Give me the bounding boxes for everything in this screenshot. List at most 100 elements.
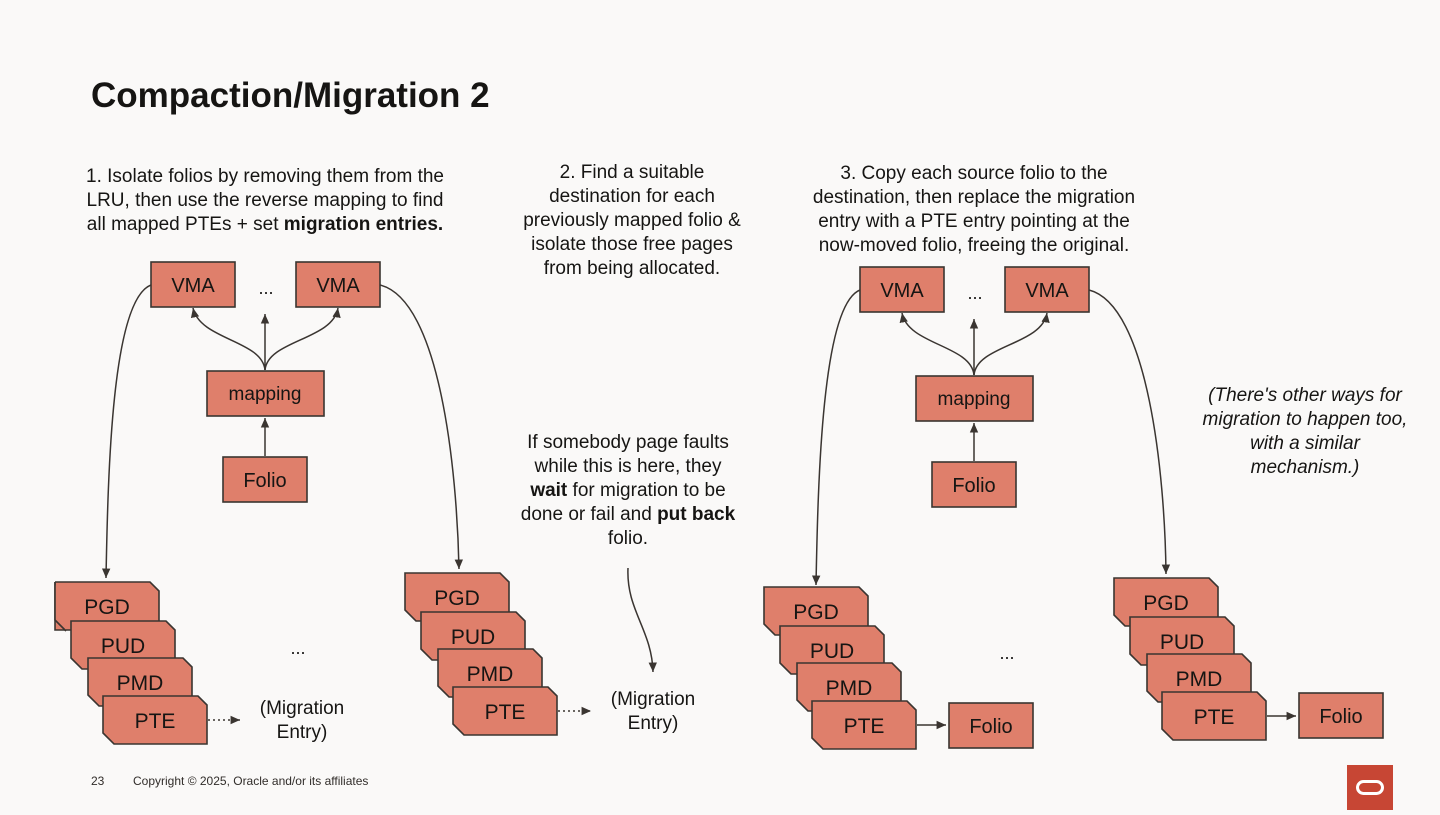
pte-card: PTE bbox=[452, 686, 558, 736]
fault-note-wait: wait bbox=[530, 480, 568, 501]
vma-box: VMA bbox=[1004, 266, 1090, 313]
pgd-label: PGD bbox=[84, 596, 130, 619]
pgd-card: PGD bbox=[1113, 577, 1219, 627]
page-table-stack: PGD PUD PMD PTE bbox=[54, 581, 208, 745]
vma-box: VMA bbox=[859, 266, 945, 313]
diagram-1: VMA ... VMA mapping Folio PGD PUD bbox=[54, 261, 695, 745]
pud-label: PUD bbox=[1160, 631, 1204, 654]
fault-note-arrow bbox=[627, 567, 657, 673]
pte-card: PTE bbox=[1161, 691, 1267, 741]
step-1-line-1: 1. Isolate folios by removing them from … bbox=[86, 166, 444, 187]
folio-box: Folio bbox=[931, 461, 1017, 508]
other-ways-line-1: (There's other ways for bbox=[1208, 385, 1402, 406]
mapping-label: mapping bbox=[229, 384, 302, 405]
copyright-text: Copyright © 2025, Oracle and/or its affi… bbox=[133, 774, 369, 788]
folio-box: Folio bbox=[222, 456, 308, 503]
pmd-label: PMD bbox=[467, 663, 514, 686]
page-table-stack: PGD PUD PMD PTE bbox=[1113, 577, 1267, 741]
pmd-card: PMD bbox=[437, 648, 543, 698]
diagram-2: VMA ... VMA mapping Folio PGD PUD bbox=[763, 266, 1384, 750]
vma-label: VMA bbox=[880, 280, 924, 302]
mapping-to-vma-arrow bbox=[899, 312, 975, 376]
mapping-label: mapping bbox=[938, 389, 1011, 410]
pgd-label: PGD bbox=[1143, 592, 1189, 615]
pud-label: PUD bbox=[451, 626, 495, 649]
pud-label: PUD bbox=[810, 640, 854, 663]
fault-note-put-back: put back bbox=[657, 504, 736, 525]
pgd-card: PGD bbox=[54, 581, 160, 632]
pte-label: PTE bbox=[485, 701, 526, 724]
step-1-line-2: LRU, then use the reverse mapping to fin… bbox=[86, 190, 444, 211]
step-2-line-4: isolate those free pages bbox=[531, 234, 733, 255]
oracle-o-icon bbox=[1356, 780, 1384, 795]
pgd-card: PGD bbox=[763, 586, 869, 636]
pte-label: PTE bbox=[1194, 706, 1235, 729]
step-3-text: 3. Copy each source folio to the destina… bbox=[784, 162, 1164, 258]
step-2-text: 2. Find a suitable destination for each … bbox=[502, 161, 762, 281]
step-1-line-3: all mapped PTEs + set migration entries. bbox=[60, 213, 470, 237]
pte-label: PTE bbox=[844, 715, 885, 738]
pud-card: PUD bbox=[779, 625, 885, 675]
fault-note-line-3: wait for migration to be bbox=[498, 479, 758, 503]
vma-ellipsis: ... bbox=[967, 283, 982, 303]
pte-card: PTE bbox=[102, 695, 208, 745]
page-table-stack: PGD PUD PMD PTE bbox=[763, 586, 917, 750]
pte-card: PTE bbox=[811, 700, 917, 750]
step-3-line-4: now-moved folio, freeing the original. bbox=[818, 235, 1130, 256]
fault-note-line-4-prefix: done or fail and bbox=[520, 504, 658, 525]
page-table-stack: PGD PUD PMD PTE bbox=[404, 572, 558, 736]
mapping-to-vma-arrow bbox=[190, 307, 266, 371]
vma-label: VMA bbox=[1025, 280, 1069, 302]
stack-ellipsis: ... bbox=[290, 638, 305, 658]
fault-note-line-3-rest: for migration to be bbox=[567, 480, 726, 501]
slide-title: Compaction/Migration 2 bbox=[91, 76, 490, 115]
step-3-line-1: 3. Copy each source folio to the bbox=[840, 163, 1108, 184]
vma-to-pgd-connector bbox=[1088, 289, 1171, 575]
step-3-line-3: entry with a PTE entry pointing at the bbox=[818, 211, 1130, 232]
pud-card: PUD bbox=[1129, 616, 1235, 666]
folio-label: Folio bbox=[952, 475, 995, 497]
vma-ellipsis: ... bbox=[258, 278, 273, 298]
folio-label: Folio bbox=[969, 716, 1012, 738]
vma-box: VMA bbox=[295, 261, 381, 308]
step-2-line-3: previously mapped folio & bbox=[523, 210, 741, 231]
other-ways-line-4: mechanism.) bbox=[1250, 457, 1360, 478]
step-2-line-2: destination for each bbox=[549, 186, 715, 207]
pmd-label: PMD bbox=[1176, 668, 1223, 691]
mapping-to-vma-arrow bbox=[973, 312, 1050, 376]
migration-entry-line-2: Entry) bbox=[277, 722, 328, 743]
migration-entry-line-1: (Migration bbox=[260, 698, 344, 719]
pmd-label: PMD bbox=[117, 672, 164, 695]
fault-note-line-2: while this is here, they bbox=[534, 456, 722, 477]
pgd-label: PGD bbox=[434, 587, 480, 610]
fault-note-line-1: If somebody page faults bbox=[527, 432, 729, 453]
vma-to-pgd-connector bbox=[811, 289, 861, 586]
pgd-card: PGD bbox=[404, 572, 510, 622]
pmd-card: PMD bbox=[87, 657, 193, 707]
folio-label: Folio bbox=[243, 470, 286, 492]
step-2-line-5: from being allocated. bbox=[543, 258, 721, 279]
vma-label: VMA bbox=[316, 275, 360, 297]
pte-label: PTE bbox=[135, 710, 176, 733]
step-1-text: 1. Isolate folios by removing them from … bbox=[60, 165, 470, 237]
other-ways-line-3: with a similar bbox=[1250, 433, 1360, 454]
step-1-line-3-bold: migration entries. bbox=[283, 214, 444, 235]
folio-box: Folio bbox=[948, 702, 1034, 749]
pud-card: PUD bbox=[420, 611, 526, 661]
vma-box: VMA bbox=[150, 261, 236, 308]
folio-box: Folio bbox=[1298, 692, 1384, 739]
fault-note-line-4: done or fail and put back bbox=[498, 503, 758, 527]
fault-note-line-5: folio. bbox=[607, 528, 649, 549]
folio-label: Folio bbox=[1319, 706, 1362, 728]
step-1-line-3-prefix: all mapped PTEs + set bbox=[86, 214, 284, 235]
pud-label: PUD bbox=[101, 635, 145, 658]
mapping-to-vma-arrow bbox=[264, 307, 341, 371]
vma-to-pgd-connector bbox=[101, 284, 152, 579]
page-number: 23 bbox=[91, 774, 105, 788]
stack-ellipsis: ... bbox=[999, 643, 1014, 663]
mapping-box: mapping bbox=[206, 370, 325, 417]
oracle-logo-icon bbox=[1347, 765, 1393, 810]
other-ways-line-2: migration to happen too, bbox=[1202, 409, 1408, 430]
step-3-line-2: destination, then replace the migration bbox=[812, 187, 1136, 208]
